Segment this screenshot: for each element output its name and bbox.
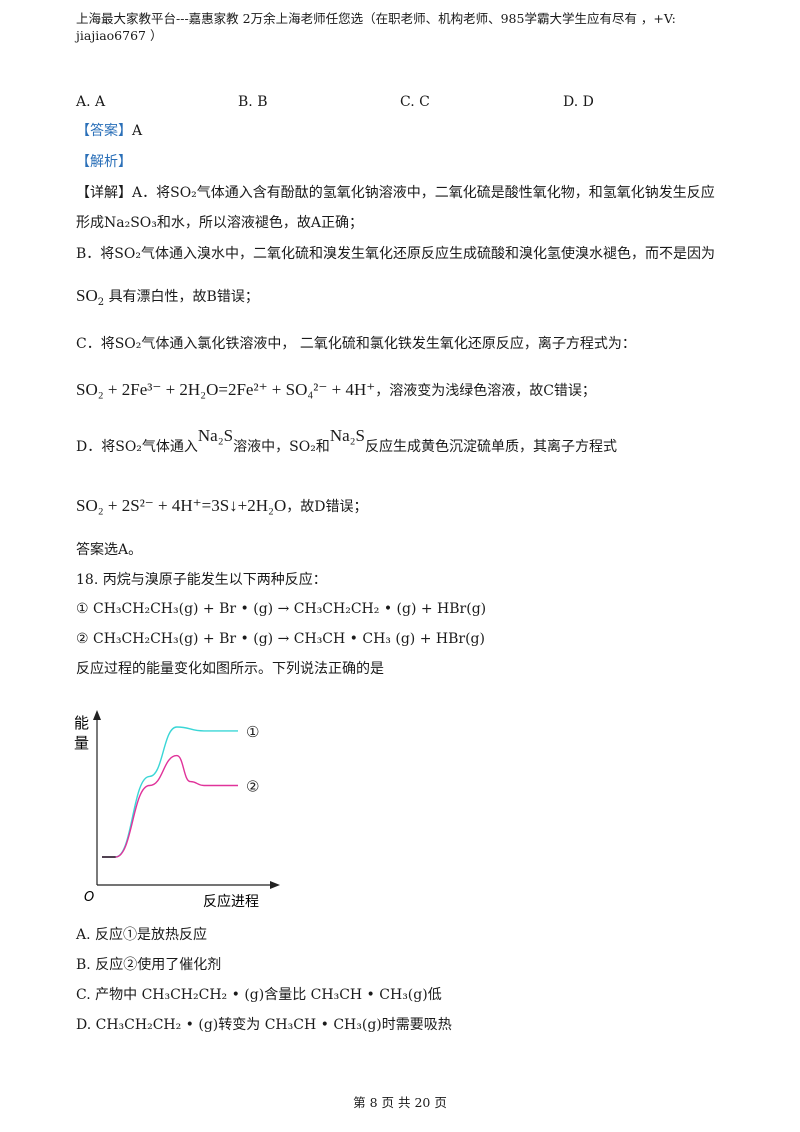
y-axis-arrow (93, 710, 101, 720)
x-axis-label: 反应进程 (203, 893, 259, 910)
detail-c-equation-line: SO₂ + 2Fe³⁻ + 2H₂O=2Fe²⁺ + SO₄²⁻ + 4H⁺，溶… (76, 380, 596, 401)
detail-d-line-1: D．将SO₂气体通入Na₂S溶液中，SO₂和Na₂S反应生成黄色沉淀硫单质，其离… (76, 426, 618, 457)
series-line-1 (102, 726, 238, 858)
detail-a-line-2: 形成Na₂SO₃和水，所以溶液褪色，故A正确； (76, 215, 363, 231)
c-equation: SO₂ + 2Fe³⁻ + 2H₂O=2Fe²⁺ + SO₄²⁻ + 4H⁺ (76, 380, 376, 399)
so2-subscript: 2 (97, 296, 105, 308)
choice-c: C. 产物中 CH₃CH₂CH₂ • (g)含量比 CH₃CH • CH₃(g)… (76, 987, 442, 1003)
d-tail: ，故D错误； (286, 499, 368, 515)
so2-formula: SO (76, 286, 98, 305)
option-a: A. A (76, 94, 106, 110)
answer-label: 【答案】 (76, 123, 132, 139)
d-pre: D．将SO₂气体通入 (76, 439, 198, 455)
detail-b-line-2: SO2 具有漂白性，故B错误； (76, 286, 259, 313)
question-prompt: 反应过程的能量变化如图所示。下列说法正确的是 (76, 661, 384, 677)
detail-a-text: A．将SO₂气体通入含有酚酞的氢氧化钠溶液中，二氧化硫是酸性氧化物，和氢氧化钠发… (132, 185, 715, 201)
series-label-1: ① (246, 723, 259, 741)
detail-b-line-1: B．将SO₂气体通入溴水中，二氧化硫和溴发生氧化还原反应生成硫酸和溴化氢使溴水褪… (76, 246, 715, 262)
choice-d: D. CH₃CH₂CH₂ • (g)转变为 CH₃CH • CH₃(g)时需要吸… (76, 1017, 452, 1033)
y-label-char-2: 量 (74, 734, 89, 752)
detail-b-text: 具有漂白性，故B错误； (108, 289, 259, 305)
origin-label: O (84, 890, 94, 905)
x-axis-arrow (270, 881, 280, 889)
analysis-label: 【解析】 (76, 154, 132, 170)
answer-line: 【答案】A (76, 121, 142, 141)
header-line-2: jiajiao6767 ） (76, 28, 163, 43)
option-d: D. D (563, 94, 594, 110)
header-line-1: 上海最大家教平台---嘉惠家教 2万余上海老师任您选（在职老师、机构老师、985… (76, 11, 676, 26)
d-equation: SO₂ + 2S²⁻ + 4H⁺=3S↓+2H₂O (76, 496, 287, 515)
reaction-1: ① CH₃CH₂CH₃(g) + Br • (g) → CH₃CH₂CH₂ • … (76, 601, 487, 617)
na2s-formula-2: Na₂S (329, 426, 366, 445)
detail-label: 【详解】 (76, 185, 132, 201)
option-b: B. B (238, 94, 268, 110)
d-post: 反应生成黄色沉淀硫单质，其离子方程式 (365, 439, 618, 455)
series-label-2: ② (246, 778, 259, 796)
na2s-formula-1: Na₂S (197, 426, 234, 445)
question-stem: 18. 丙烷与溴原子能发生以下两种反应： (76, 572, 327, 588)
detail-a-line-1: 【详解】A．将SO₂气体通入含有酚酞的氢氧化钠溶液中，二氧化硫是酸性氧化物，和氢… (76, 183, 715, 203)
reaction-2: ② CH₃CH₂CH₃(g) + Br • (g) → CH₃CH • CH₃ … (76, 631, 485, 647)
detail-c-line-1: C．将SO₂气体通入氯化铁溶液中， 二氧化硫和氯化铁发生氧化还原反应，离子方程式… (76, 336, 636, 352)
c-tail: ，溶液变为浅绿色溶液，故C错误； (375, 383, 596, 399)
series-line-2 (102, 754, 238, 858)
d-mid: 溶液中，SO₂和 (233, 439, 330, 455)
page-footer: 第 8 页 共 20 页 (353, 1095, 447, 1110)
choice-a: A. 反应①是放热反应 (76, 927, 208, 943)
energy-diagram: 能 量 O 反应进程 ① ② (74, 710, 280, 910)
y-label-char-1: 能 (74, 714, 89, 732)
choice-b: B. 反应②使用了催化剂 (76, 957, 222, 973)
option-c: C. C (400, 94, 430, 110)
answer-value: A (132, 123, 143, 139)
conclusion: 答案选A。 (76, 542, 143, 558)
detail-d-equation-line: SO₂ + 2S²⁻ + 4H⁺=3S↓+2H₂O，故D错误； (76, 496, 367, 517)
